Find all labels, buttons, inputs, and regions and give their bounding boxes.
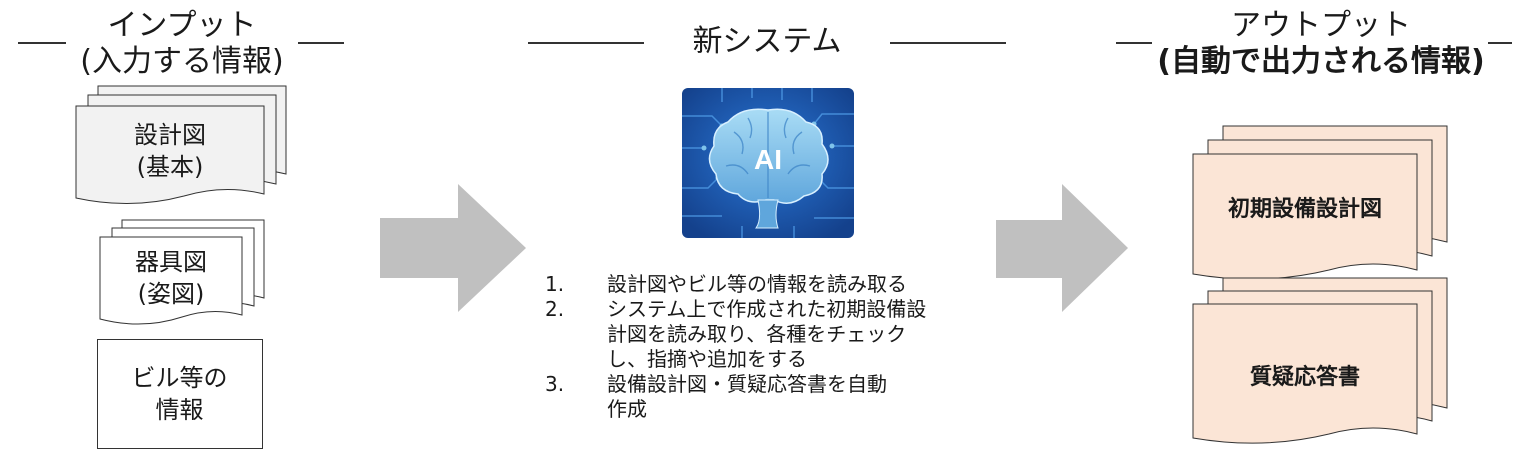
system-steps-list: 1. 設計図やビル等の情報を読み取る 2. システム上で作成された初期設備設計図… bbox=[545, 272, 1015, 422]
output-title-rule-left bbox=[1116, 42, 1152, 44]
input-title-rule-left bbox=[18, 42, 66, 44]
step-number: 3. bbox=[545, 372, 565, 396]
list-item: 1. 設計図やビル等の情報を読み取る bbox=[545, 272, 1015, 297]
input-doc-fixture-drawing: 器具図 (姿図) bbox=[99, 219, 266, 332]
output-doc-qa-document: 質疑応答書 bbox=[1192, 277, 1449, 450]
system-title-rule-left bbox=[528, 42, 644, 44]
brain-circuit-icon bbox=[682, 88, 854, 238]
stacked-pages-icon bbox=[1192, 277, 1448, 444]
system-title-rule-right bbox=[890, 42, 1006, 44]
list-item: 3. 設備設計図・質疑応答書を自動作成 bbox=[545, 372, 1015, 422]
input-title-line2: (入力する情報) bbox=[80, 44, 284, 79]
system-title: 新システム bbox=[692, 24, 842, 59]
output-title-line2: (自動で出力される情報) bbox=[1157, 44, 1485, 79]
flow-arrow-right-icon bbox=[996, 184, 1128, 312]
output-doc-label: 初期設備設計図 bbox=[1227, 197, 1382, 222]
step-text: 設備設計図・質疑応答書を自動作成 bbox=[607, 372, 887, 421]
step-text: システム上で作成された初期設備設計図を読み取り、各種をチェックし、指摘や追加をす… bbox=[607, 297, 927, 371]
output-title-line1: アウトプット bbox=[1231, 8, 1411, 43]
input-doc-design-drawing: 設計図 (基本) bbox=[75, 85, 288, 211]
input-title-line1: インプット bbox=[107, 8, 257, 43]
input-title-rule-right bbox=[298, 42, 344, 44]
input-title: インプット (入力する情報) bbox=[66, 8, 298, 80]
stacked-pages-icon bbox=[1192, 125, 1448, 280]
ai-label: AI bbox=[754, 144, 782, 175]
flow-arrow-right-icon bbox=[380, 184, 526, 312]
output-title: アウトプット (自動で出力される情報) bbox=[1150, 8, 1492, 80]
list-item: 2. システム上で作成された初期設備設計図を読み取り、各種をチェックし、指摘や追… bbox=[545, 297, 1015, 372]
step-number: 1. bbox=[545, 272, 565, 296]
step-text: 設計図やビル等の情報を読み取る bbox=[607, 272, 907, 296]
output-doc-label: 質疑応答書 bbox=[1249, 365, 1360, 390]
stacked-pages-icon bbox=[99, 219, 265, 325]
input-doc-label: ビル等の 情報 bbox=[131, 363, 228, 424]
input-doc-label: 設計図 (基本) bbox=[134, 121, 206, 181]
step-number: 2. bbox=[545, 297, 565, 321]
stacked-pages-icon bbox=[75, 85, 287, 205]
input-doc-label: 器具図 (姿図) bbox=[135, 248, 207, 308]
input-doc-building-info: ビル等の 情報 bbox=[97, 339, 263, 449]
output-doc-initial-design: 初期設備設計図 bbox=[1192, 125, 1449, 284]
output-title-rule-right bbox=[1488, 42, 1512, 44]
ai-brain-icon: AI bbox=[682, 88, 854, 238]
